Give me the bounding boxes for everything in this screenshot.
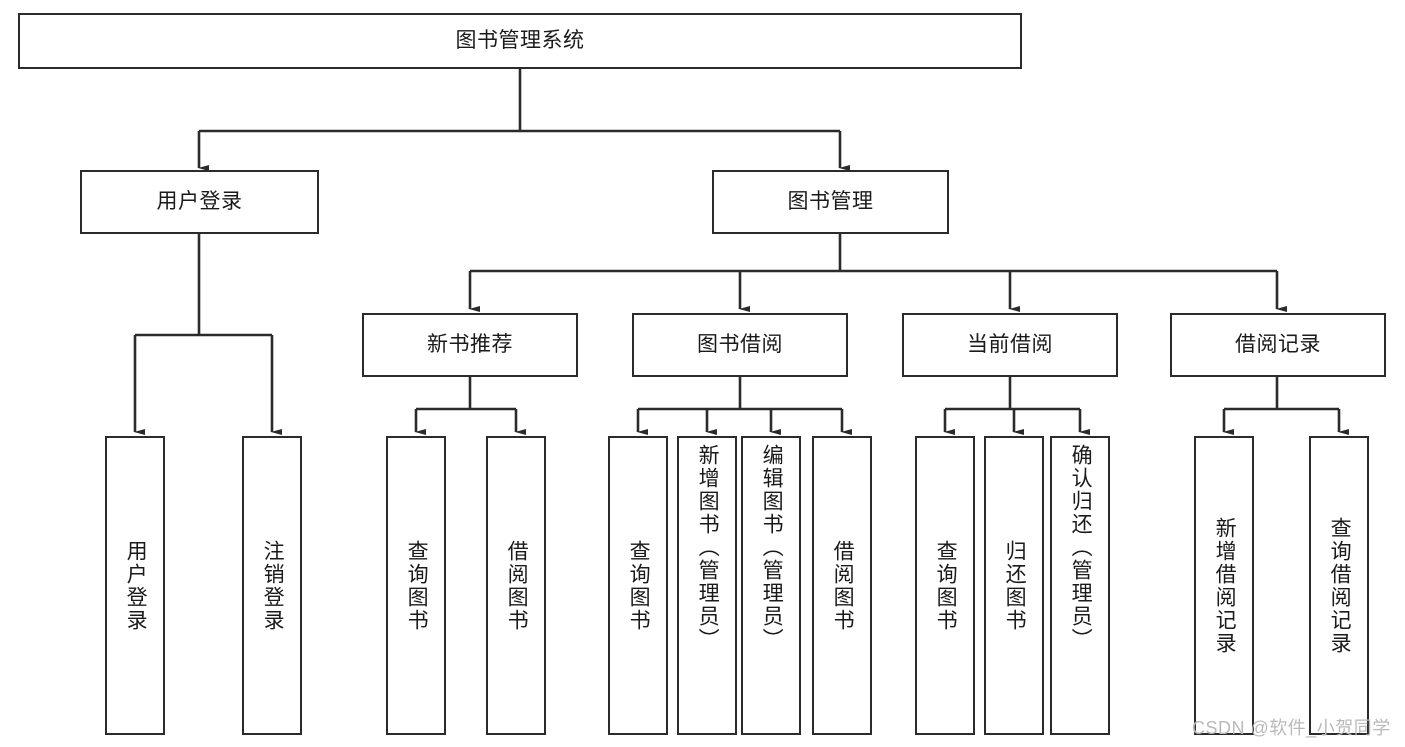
node-leaf-query-book-3-label: 查询图书 (934, 539, 958, 632)
node-root[interactable]: 图书管理系统 (18, 13, 1022, 69)
node-leaf-query-record[interactable]: 查询借阅记录 (1309, 436, 1369, 735)
node-leaf-query-record-label: 查询借阅记录 (1328, 516, 1352, 655)
node-leaf-query-book-1-label: 查询图书 (405, 539, 429, 632)
node-new-book-rec-label: 新书推荐 (427, 333, 513, 357)
node-leaf-query-book-3[interactable]: 查询图书 (915, 436, 975, 735)
node-book-manage[interactable]: 图书管理 (712, 170, 949, 234)
node-leaf-borrow-book-1-label: 借阅图书 (505, 539, 529, 632)
node-leaf-add-record[interactable]: 新增借阅记录 (1194, 436, 1254, 735)
node-leaf-add-book[interactable]: 新增图书（管理员） (677, 436, 737, 735)
csdn-watermark: CSDN @软件_小贺同学 (1192, 718, 1391, 738)
node-book-borrow[interactable]: 图书借阅 (632, 313, 848, 377)
node-borrow-record[interactable]: 借阅记录 (1170, 313, 1386, 377)
node-leaf-add-record-label: 新增借阅记录 (1213, 516, 1237, 655)
node-leaf-borrow-book-2[interactable]: 借阅图书 (812, 436, 872, 735)
node-leaf-return-book[interactable]: 归还图书 (984, 436, 1044, 735)
node-leaf-user-login-label: 用户登录 (124, 539, 148, 632)
node-leaf-add-book-label: 新增图书（管理员） (696, 444, 720, 651)
node-leaf-confirm-return-label: 确认归还（管理员） (1069, 444, 1093, 651)
node-borrow-record-label: 借阅记录 (1235, 333, 1321, 357)
node-new-book-rec[interactable]: 新书推荐 (362, 313, 578, 377)
node-leaf-borrow-book-1[interactable]: 借阅图书 (486, 436, 546, 735)
node-current-borrow[interactable]: 当前借阅 (902, 313, 1118, 377)
node-leaf-query-book-2-label: 查询图书 (627, 539, 651, 632)
node-user-login-label: 用户登录 (156, 190, 243, 214)
node-leaf-query-book-1[interactable]: 查询图书 (386, 436, 446, 735)
node-leaf-logout-label: 注销登录 (261, 539, 285, 632)
node-leaf-logout[interactable]: 注销登录 (242, 436, 302, 735)
node-leaf-edit-book-label: 编辑图书（管理员） (760, 444, 784, 651)
node-user-login[interactable]: 用户登录 (80, 170, 319, 234)
node-leaf-user-login[interactable]: 用户登录 (105, 436, 165, 735)
node-leaf-borrow-book-2-label: 借阅图书 (831, 539, 855, 632)
node-current-borrow-label: 当前借阅 (967, 333, 1053, 357)
node-leaf-query-book-2[interactable]: 查询图书 (608, 436, 668, 735)
node-leaf-return-book-label: 归还图书 (1003, 539, 1027, 632)
node-leaf-confirm-return[interactable]: 确认归还（管理员） (1050, 436, 1110, 735)
node-leaf-edit-book[interactable]: 编辑图书（管理员） (741, 436, 801, 735)
node-root-label: 图书管理系统 (455, 29, 585, 53)
node-book-borrow-label: 图书借阅 (697, 333, 783, 357)
node-book-manage-label: 图书管理 (787, 190, 874, 214)
